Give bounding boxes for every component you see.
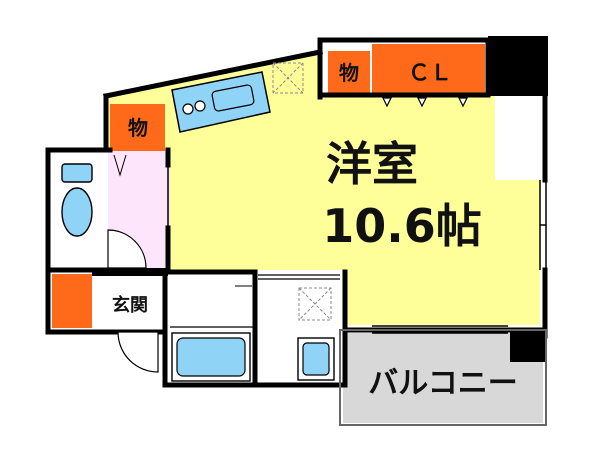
kitchen-sink-icon <box>211 84 255 112</box>
closet-doors <box>380 95 470 108</box>
western-room-size: 10.6帖 <box>322 199 482 253</box>
closet <box>372 44 485 93</box>
toilet-icon <box>61 163 93 237</box>
bathtub-icon <box>171 332 251 382</box>
window-right <box>539 180 547 270</box>
kitchen-counter <box>171 71 271 133</box>
balcony-area <box>343 333 543 423</box>
washer-space-icon <box>298 287 332 321</box>
storage-top <box>328 51 370 93</box>
entrance-cabinet <box>52 274 92 328</box>
fridge-space-icon <box>272 62 304 94</box>
storage-left-label: 物 <box>128 116 148 140</box>
balcony-outline <box>339 329 547 426</box>
entrance-label: 玄関 <box>112 294 148 316</box>
closet-label: ＣＬ <box>408 61 452 86</box>
hall-door <box>113 154 127 177</box>
washbasin-icon <box>297 337 335 381</box>
balcony-label: バルコニー <box>368 366 517 401</box>
western-room-name: 洋室 <box>326 137 418 191</box>
bath-sliding-door <box>258 274 340 280</box>
toilet-door <box>107 229 147 269</box>
storage-top-label: 物 <box>339 61 359 85</box>
pillar-entry <box>92 268 168 276</box>
window-balcony <box>372 325 508 334</box>
storage-left <box>110 104 165 151</box>
pillar-bottom-right <box>510 328 546 362</box>
stove-icon <box>182 100 206 115</box>
entrance-door <box>117 331 159 373</box>
pillar-top-right <box>488 36 548 96</box>
